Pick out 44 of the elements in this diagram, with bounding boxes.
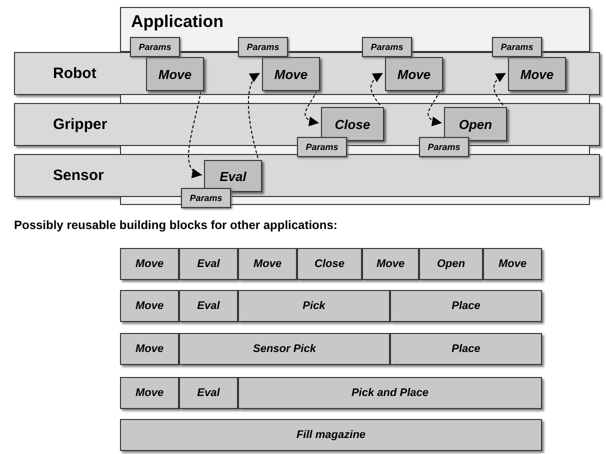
building-block-cell: Sensor Pick (179, 333, 390, 365)
building-block-cell: Move (120, 333, 179, 365)
params-tag: Params (419, 137, 469, 157)
building-block-cell: Move (120, 377, 179, 409)
building-block-cell: Eval (179, 248, 238, 280)
section-heading: Possibly reusable building blocks for other applications: (14, 218, 338, 232)
skill-box: Open (444, 107, 507, 141)
building-block-cell: Move (120, 290, 179, 322)
swimlane (14, 52, 600, 95)
building-block-cell: Eval (179, 377, 238, 409)
building-block-cell: Move (362, 248, 419, 280)
params-tag: Params (181, 188, 231, 208)
skill-box: Move (262, 57, 320, 91)
arrow (370, 72, 384, 106)
arrow (188, 90, 202, 177)
skill-box: Move (385, 57, 443, 91)
building-block-cell: Move (238, 248, 297, 280)
building-block-cell: Fill magazine (120, 419, 542, 451)
building-block-cell: Move (120, 248, 179, 280)
params-tag: Params (297, 137, 347, 157)
skill-box: Move (146, 57, 204, 91)
building-block-cell: Eval (179, 290, 238, 322)
panel-title: Application (131, 12, 224, 32)
arrow (304, 90, 320, 126)
params-tag: Params (492, 37, 542, 57)
skill-box: Close (321, 107, 384, 141)
params-tag: Params (130, 37, 180, 57)
building-block-cell: Open (419, 248, 483, 280)
building-block-cell: Place (390, 290, 542, 322)
lane-label: Robot (53, 65, 96, 82)
building-block-cell: Pick (238, 290, 390, 322)
params-tag: Params (238, 37, 288, 57)
params-tag: Params (362, 37, 412, 57)
arrow (248, 72, 260, 158)
skill-box: Move (508, 57, 566, 91)
lane-label: Gripper (53, 116, 108, 133)
building-block-cell: Pick and Place (238, 377, 542, 409)
building-block-cell: Move (483, 248, 542, 280)
building-block-cell: Place (390, 333, 542, 365)
lane-label: Sensor (53, 167, 104, 184)
arrow (494, 72, 506, 106)
skill-box: Eval (204, 160, 262, 192)
arrow (428, 90, 442, 126)
building-block-cell: Close (297, 248, 362, 280)
